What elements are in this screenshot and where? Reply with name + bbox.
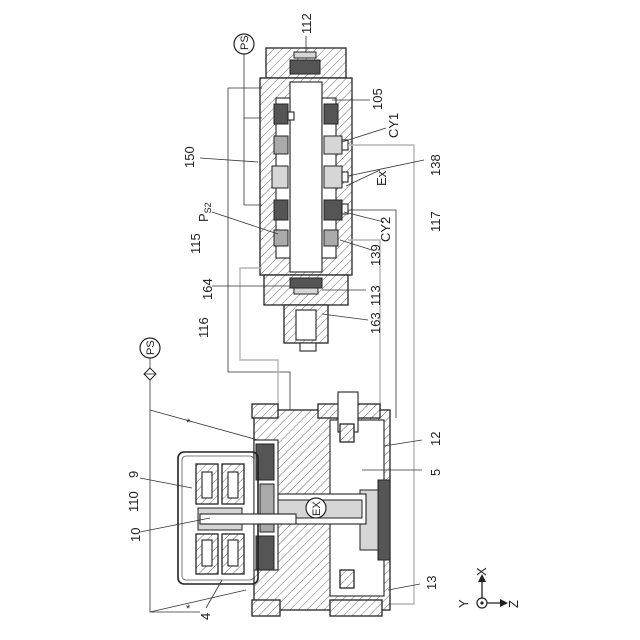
label-4: 4 — [198, 613, 213, 620]
label-115: 115 — [188, 233, 203, 254]
armature-shaft — [200, 514, 296, 524]
piston-head — [378, 480, 390, 560]
label-ps2: PS2 — [196, 202, 213, 222]
label-163: 163 — [368, 312, 383, 334]
label-cy1: CY1 — [386, 113, 401, 138]
label-10: 10 — [128, 528, 143, 542]
label-ex-valve: Ex — [374, 170, 389, 186]
spool-land — [324, 104, 338, 124]
label-164: 164 — [200, 278, 215, 300]
motor-core-mid — [260, 484, 274, 532]
ps-left-branch-bottom — [150, 590, 246, 612]
coil-core — [202, 540, 212, 566]
label-9: 9 — [126, 471, 141, 478]
bottom-flange-right — [330, 600, 382, 616]
valve-nose-bore — [296, 310, 316, 340]
spool-land — [324, 166, 342, 188]
label-110: 110 — [126, 491, 141, 512]
port — [288, 112, 294, 120]
ps-supply-line — [244, 52, 262, 205]
axis-z-label: Z — [506, 600, 521, 608]
spool-land — [272, 166, 288, 188]
valve-nose-tip — [300, 343, 316, 351]
star-mark: * — [186, 603, 191, 615]
label-cy2: CY2 — [378, 217, 393, 242]
label-112: 112 — [299, 13, 314, 34]
label-13: 13 — [424, 576, 439, 590]
top-flange — [252, 404, 278, 418]
valve-assembly — [260, 48, 352, 351]
spool-land — [324, 230, 338, 246]
port — [342, 172, 348, 182]
spool-land — [324, 136, 342, 154]
label-ex-circle: EX — [311, 501, 323, 516]
coordinate-axes: X Y Z — [456, 567, 521, 608]
valve-bore — [290, 82, 322, 272]
bottom-flange — [252, 600, 280, 616]
spool-land — [274, 136, 288, 154]
label-ps-top: PS — [239, 35, 251, 50]
seal — [340, 424, 354, 442]
valve-top-plug-inner — [294, 52, 316, 58]
valve-bottom-plug — [290, 278, 322, 288]
seal — [340, 570, 354, 588]
coil-core — [202, 472, 212, 498]
star-mark: * — [186, 417, 191, 429]
label-12: 12 — [428, 432, 443, 446]
valve-bottom-plug-inner — [294, 288, 318, 294]
label-5: 5 — [428, 469, 443, 476]
label-138: 138 — [428, 154, 443, 176]
spool-land — [274, 200, 288, 220]
label-117: 117 — [428, 211, 443, 232]
label-150: 150 — [182, 146, 197, 168]
spool-land — [324, 200, 342, 220]
coil-core — [228, 472, 238, 498]
label-139: 139 — [368, 244, 383, 266]
label-116: 116 — [196, 317, 211, 338]
coil-core — [228, 540, 238, 566]
label-105: 105 — [370, 88, 385, 110]
axis-y-label: Y — [456, 599, 471, 608]
ps-left-branch-top — [150, 410, 258, 440]
label-ps-left: PS — [145, 340, 157, 355]
axis-x-label: X — [474, 567, 489, 576]
axis-origin-dot — [480, 601, 483, 604]
spool-land — [274, 104, 288, 124]
label-113: 113 — [368, 285, 383, 306]
spool-land — [274, 230, 288, 246]
valve-top-plug — [290, 60, 320, 74]
